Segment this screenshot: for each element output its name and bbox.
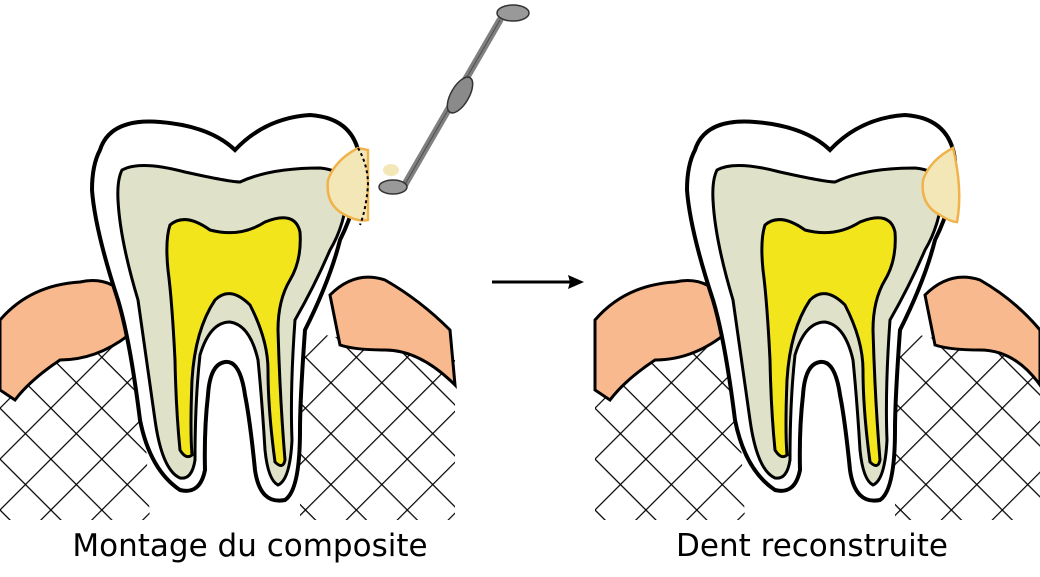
caption-left: Montage du composite [40,528,460,564]
composite-droplet [383,164,399,176]
caption-right: Dent reconstruite [612,528,1012,564]
tooth-left-group [0,115,455,520]
right-arrow-icon [492,275,584,289]
dental-spatula-icon [379,5,529,194]
tooth-right-group [595,115,1040,520]
